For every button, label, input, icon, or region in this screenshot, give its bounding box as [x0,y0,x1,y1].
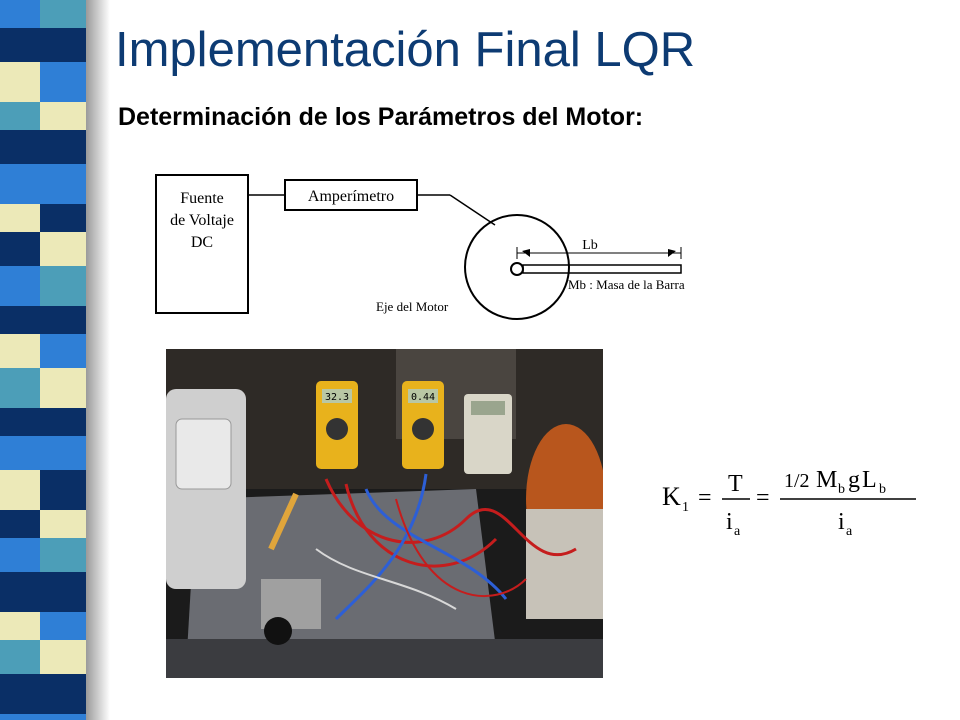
formula-eq-2: = [756,485,770,511]
formula-l: L [862,467,877,493]
slide-title: Implementación Final LQR [115,23,696,77]
formula-m-sub: b [838,482,845,497]
motor-diagram: Fuente de Voltaje DC Amperímetro Lb Mb :… [155,174,685,320]
slide-subtitle: Determinación de los Parámetros del Moto… [118,103,644,131]
formula-i-sub-1: a [734,524,741,539]
formula-t: T [728,471,743,497]
length-label: Lb [582,238,598,253]
formula-k-sub: 1 [682,500,689,515]
voltage-source-line1: Fuente [180,190,224,207]
formula-half: 1/2 [784,470,810,492]
formula-i-1: i [726,509,733,535]
setup-photo: 32.3 0.44 [166,349,603,678]
formula-m: M [816,467,837,493]
multimeter-2-reading: 0.44 [411,392,435,403]
voltage-source-line3: DC [191,234,213,251]
ammeter-label: Amperímetro [308,188,394,205]
motor-shaft [510,262,524,276]
k1-formula: K 1 = T i a = 1/2 M b g L b i a [662,467,916,539]
formula-g: g [848,467,860,493]
multimeter-1-reading: 32.3 [325,392,349,403]
voltage-source-line2: de Voltaje [170,212,234,229]
formula-eq-1: = [698,485,712,511]
bar [522,264,682,274]
motor-axis-label: Eje del Motor [376,299,449,314]
formula-l-sub: b [879,482,886,497]
formula-k: K [662,482,681,511]
motor-circle [464,214,570,320]
decorative-stripe-bar [0,0,110,720]
formula-i-sub-2: a [846,524,853,539]
voltage-source-box [155,174,249,314]
mass-label: Mb : Masa de la Barra [568,277,685,292]
formula-i-2: i [838,509,845,535]
